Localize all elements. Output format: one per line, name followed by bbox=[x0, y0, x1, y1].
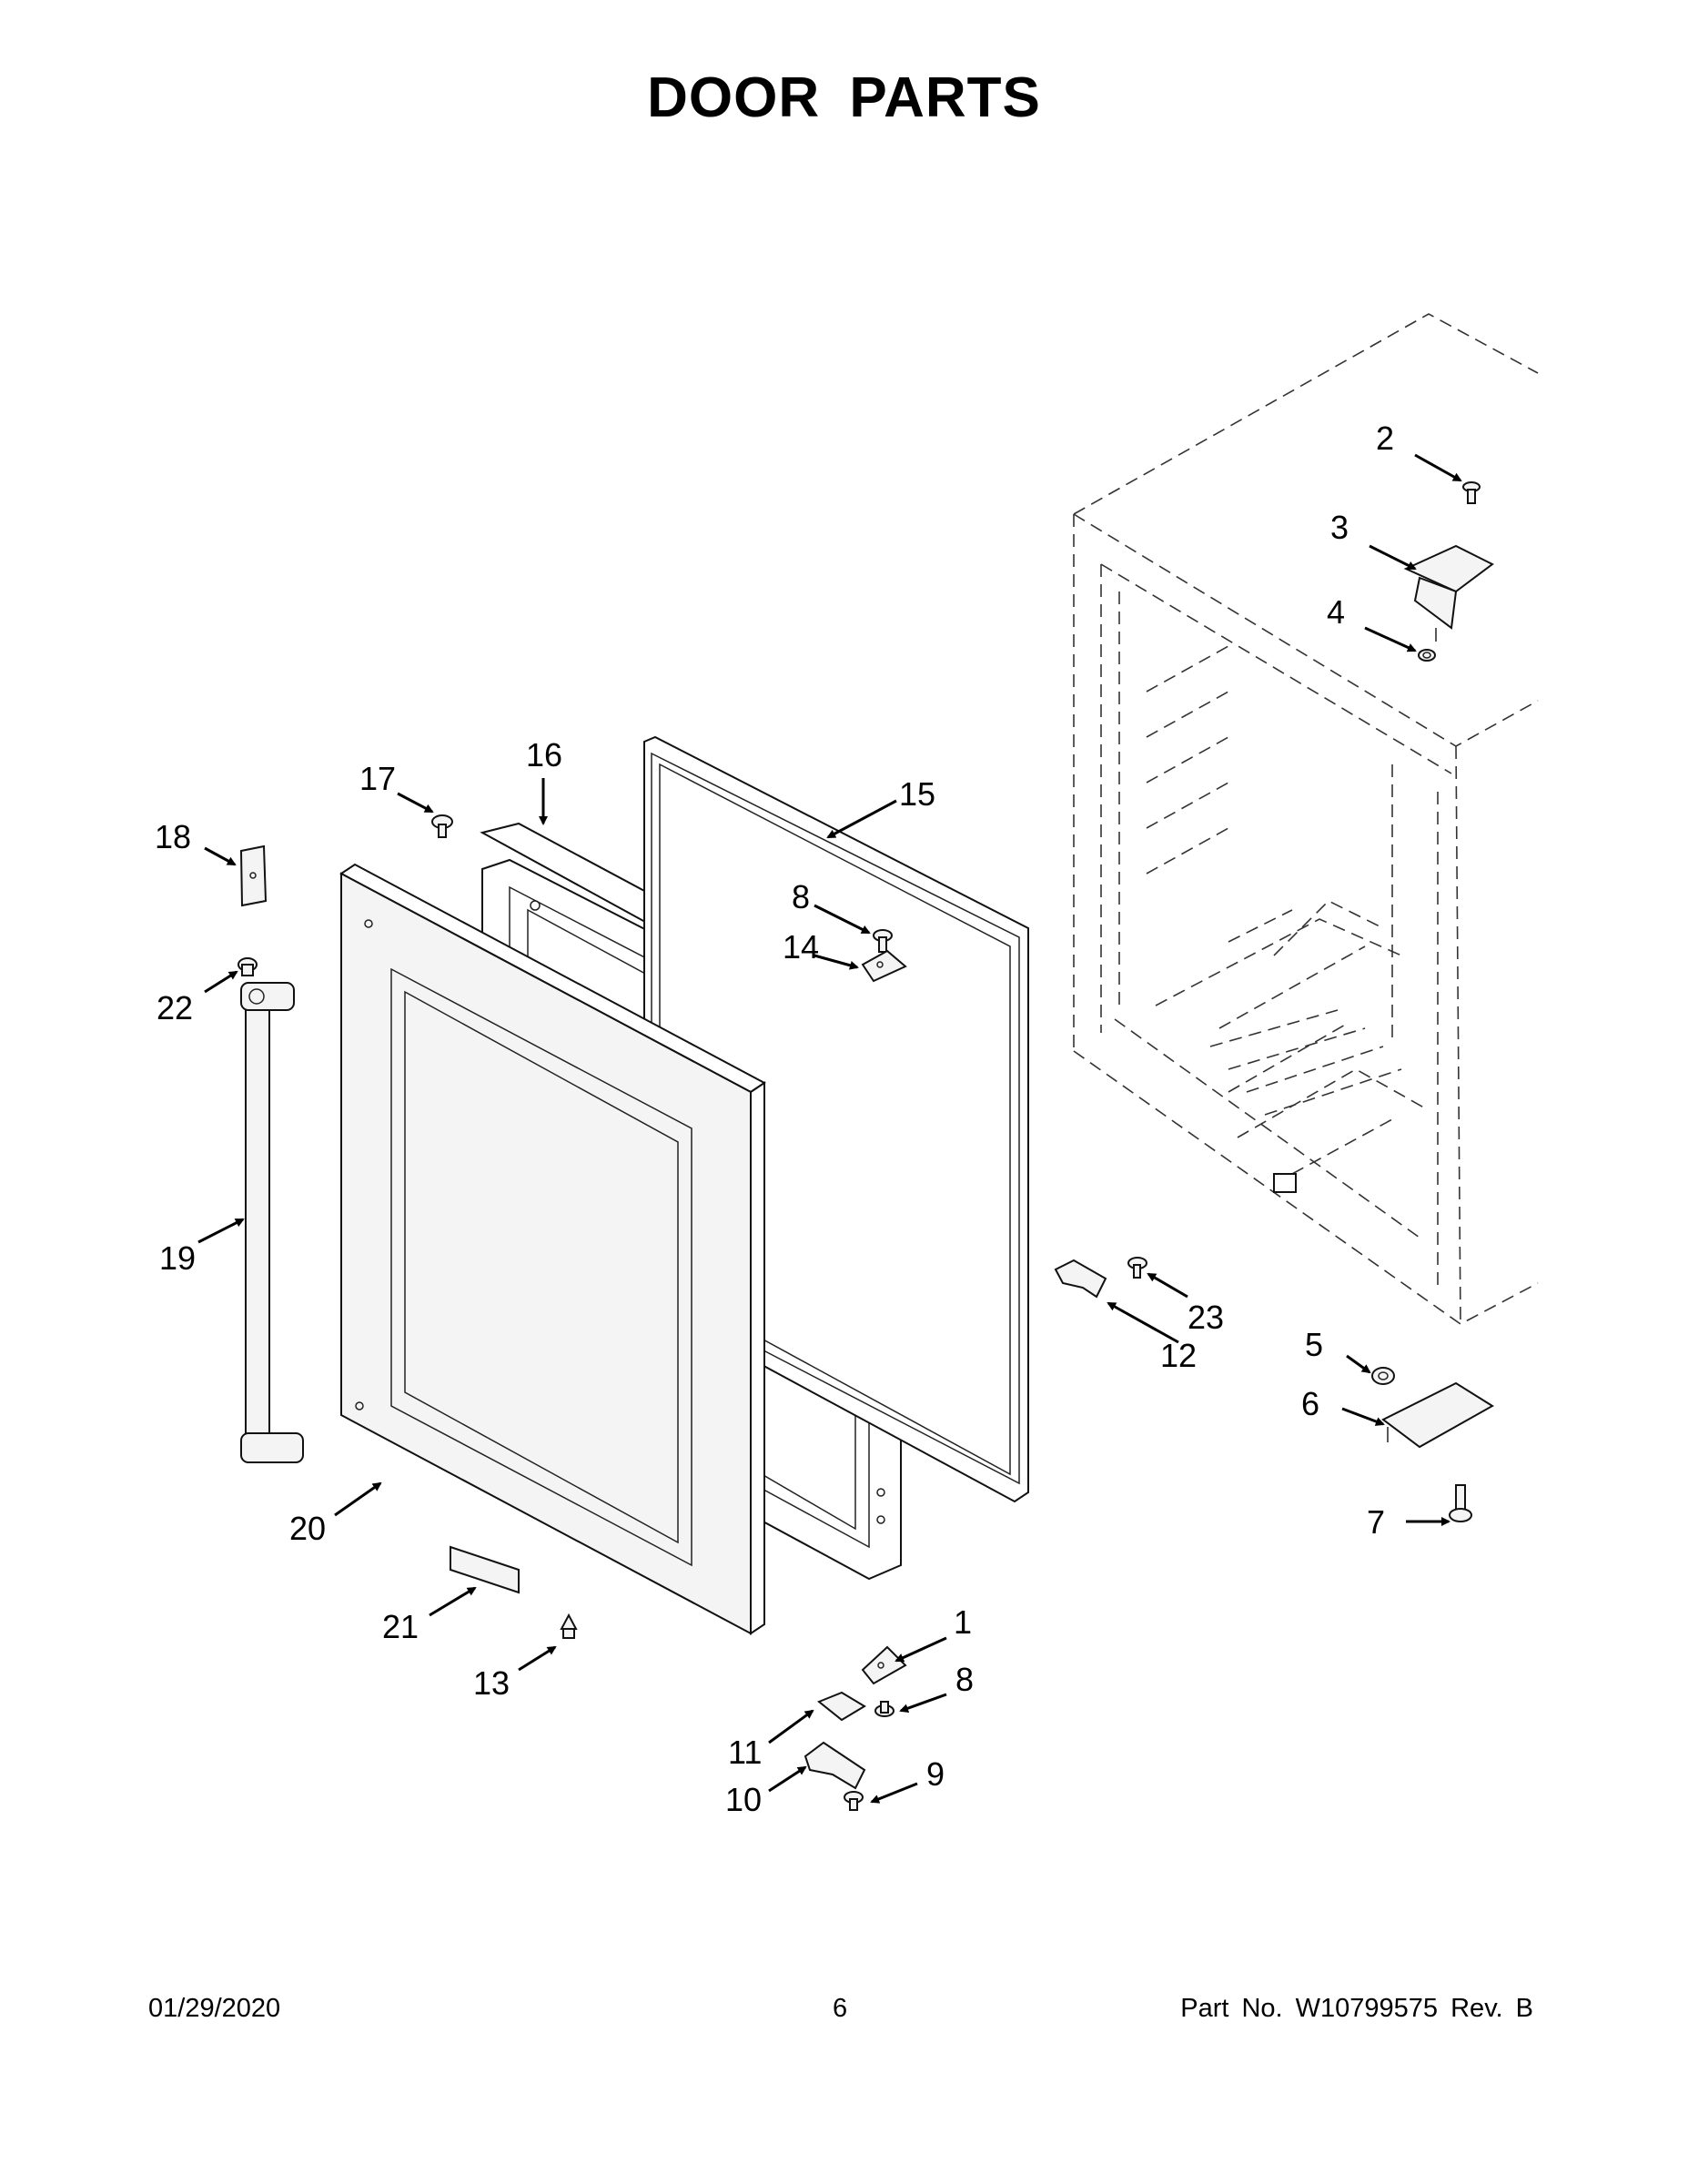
screw-part-2 bbox=[1462, 481, 1481, 504]
label-part-21 bbox=[450, 1545, 520, 1594]
callout-15: 15 bbox=[899, 775, 935, 813]
screw-part-9 bbox=[844, 1791, 864, 1811]
page-title: DOOR PARTS bbox=[647, 66, 1041, 129]
footer-date: 01/29/2020 bbox=[148, 1994, 281, 2023]
callout-14: 14 bbox=[783, 928, 819, 966]
callout-3: 3 bbox=[1330, 509, 1349, 546]
bushing-part-22 bbox=[238, 957, 258, 976]
callout-7: 7 bbox=[1367, 1503, 1385, 1541]
hinge-bracket-part-3 bbox=[1403, 544, 1494, 642]
cabinet-outline bbox=[1073, 313, 1539, 1325]
plug-part-13 bbox=[560, 1613, 578, 1639]
callout-10: 10 bbox=[725, 1781, 762, 1818]
washer-part-4 bbox=[1418, 649, 1436, 662]
callout-13: 13 bbox=[473, 1664, 510, 1702]
callout-8-upper: 8 bbox=[792, 878, 810, 915]
screw-part-17 bbox=[431, 814, 453, 838]
callout-1: 1 bbox=[954, 1603, 972, 1641]
cabinet-shelf-rails bbox=[1146, 645, 1229, 875]
hinge-cover-part-10 bbox=[804, 1741, 866, 1790]
callout-6: 6 bbox=[1301, 1385, 1319, 1422]
door-handle-part-19 bbox=[240, 982, 304, 1463]
callout-18: 18 bbox=[155, 818, 191, 855]
callout-20: 20 bbox=[289, 1510, 326, 1547]
callout-labels: 1 2 3 4 5 6 7 8 8 9 10 11 12 13 14 15 16… bbox=[155, 420, 1394, 1818]
footer-page-number: 6 bbox=[833, 1994, 848, 2023]
callout-21: 21 bbox=[382, 1608, 419, 1645]
bracket-part-11 bbox=[817, 1691, 866, 1722]
hinge-plate-part-14 bbox=[861, 949, 907, 983]
hinge-cap-part-18 bbox=[239, 844, 268, 907]
callout-17: 17 bbox=[359, 760, 396, 797]
callout-11: 11 bbox=[728, 1734, 762, 1771]
screw-part-8-lower bbox=[874, 1701, 895, 1717]
screw-part-7 bbox=[1449, 1484, 1472, 1522]
callout-8-lower: 8 bbox=[955, 1661, 974, 1698]
outer-door-part-20 bbox=[339, 863, 766, 1635]
callout-19: 19 bbox=[159, 1239, 196, 1277]
callout-16: 16 bbox=[526, 736, 562, 774]
screw-part-23 bbox=[1127, 1257, 1147, 1279]
bottom-hinge-part-6 bbox=[1381, 1381, 1494, 1449]
callout-arrows bbox=[197, 453, 1462, 1804]
screw-part-8-upper bbox=[873, 929, 893, 953]
callout-2: 2 bbox=[1376, 420, 1394, 457]
footer-part-number: Part No. W10799575 Rev. B bbox=[1180, 1994, 1533, 2023]
bracket-part-12 bbox=[1054, 1259, 1107, 1299]
hinge-plate-part-1 bbox=[861, 1645, 907, 1685]
callout-22: 22 bbox=[157, 989, 193, 1026]
callout-23: 23 bbox=[1188, 1299, 1224, 1336]
spacer-part-5 bbox=[1371, 1367, 1395, 1385]
callout-12: 12 bbox=[1160, 1337, 1197, 1374]
callout-9: 9 bbox=[926, 1755, 945, 1793]
callout-5: 5 bbox=[1305, 1326, 1323, 1363]
callout-4: 4 bbox=[1327, 593, 1345, 631]
cabinet-floor-grille bbox=[1209, 1009, 1402, 1116]
